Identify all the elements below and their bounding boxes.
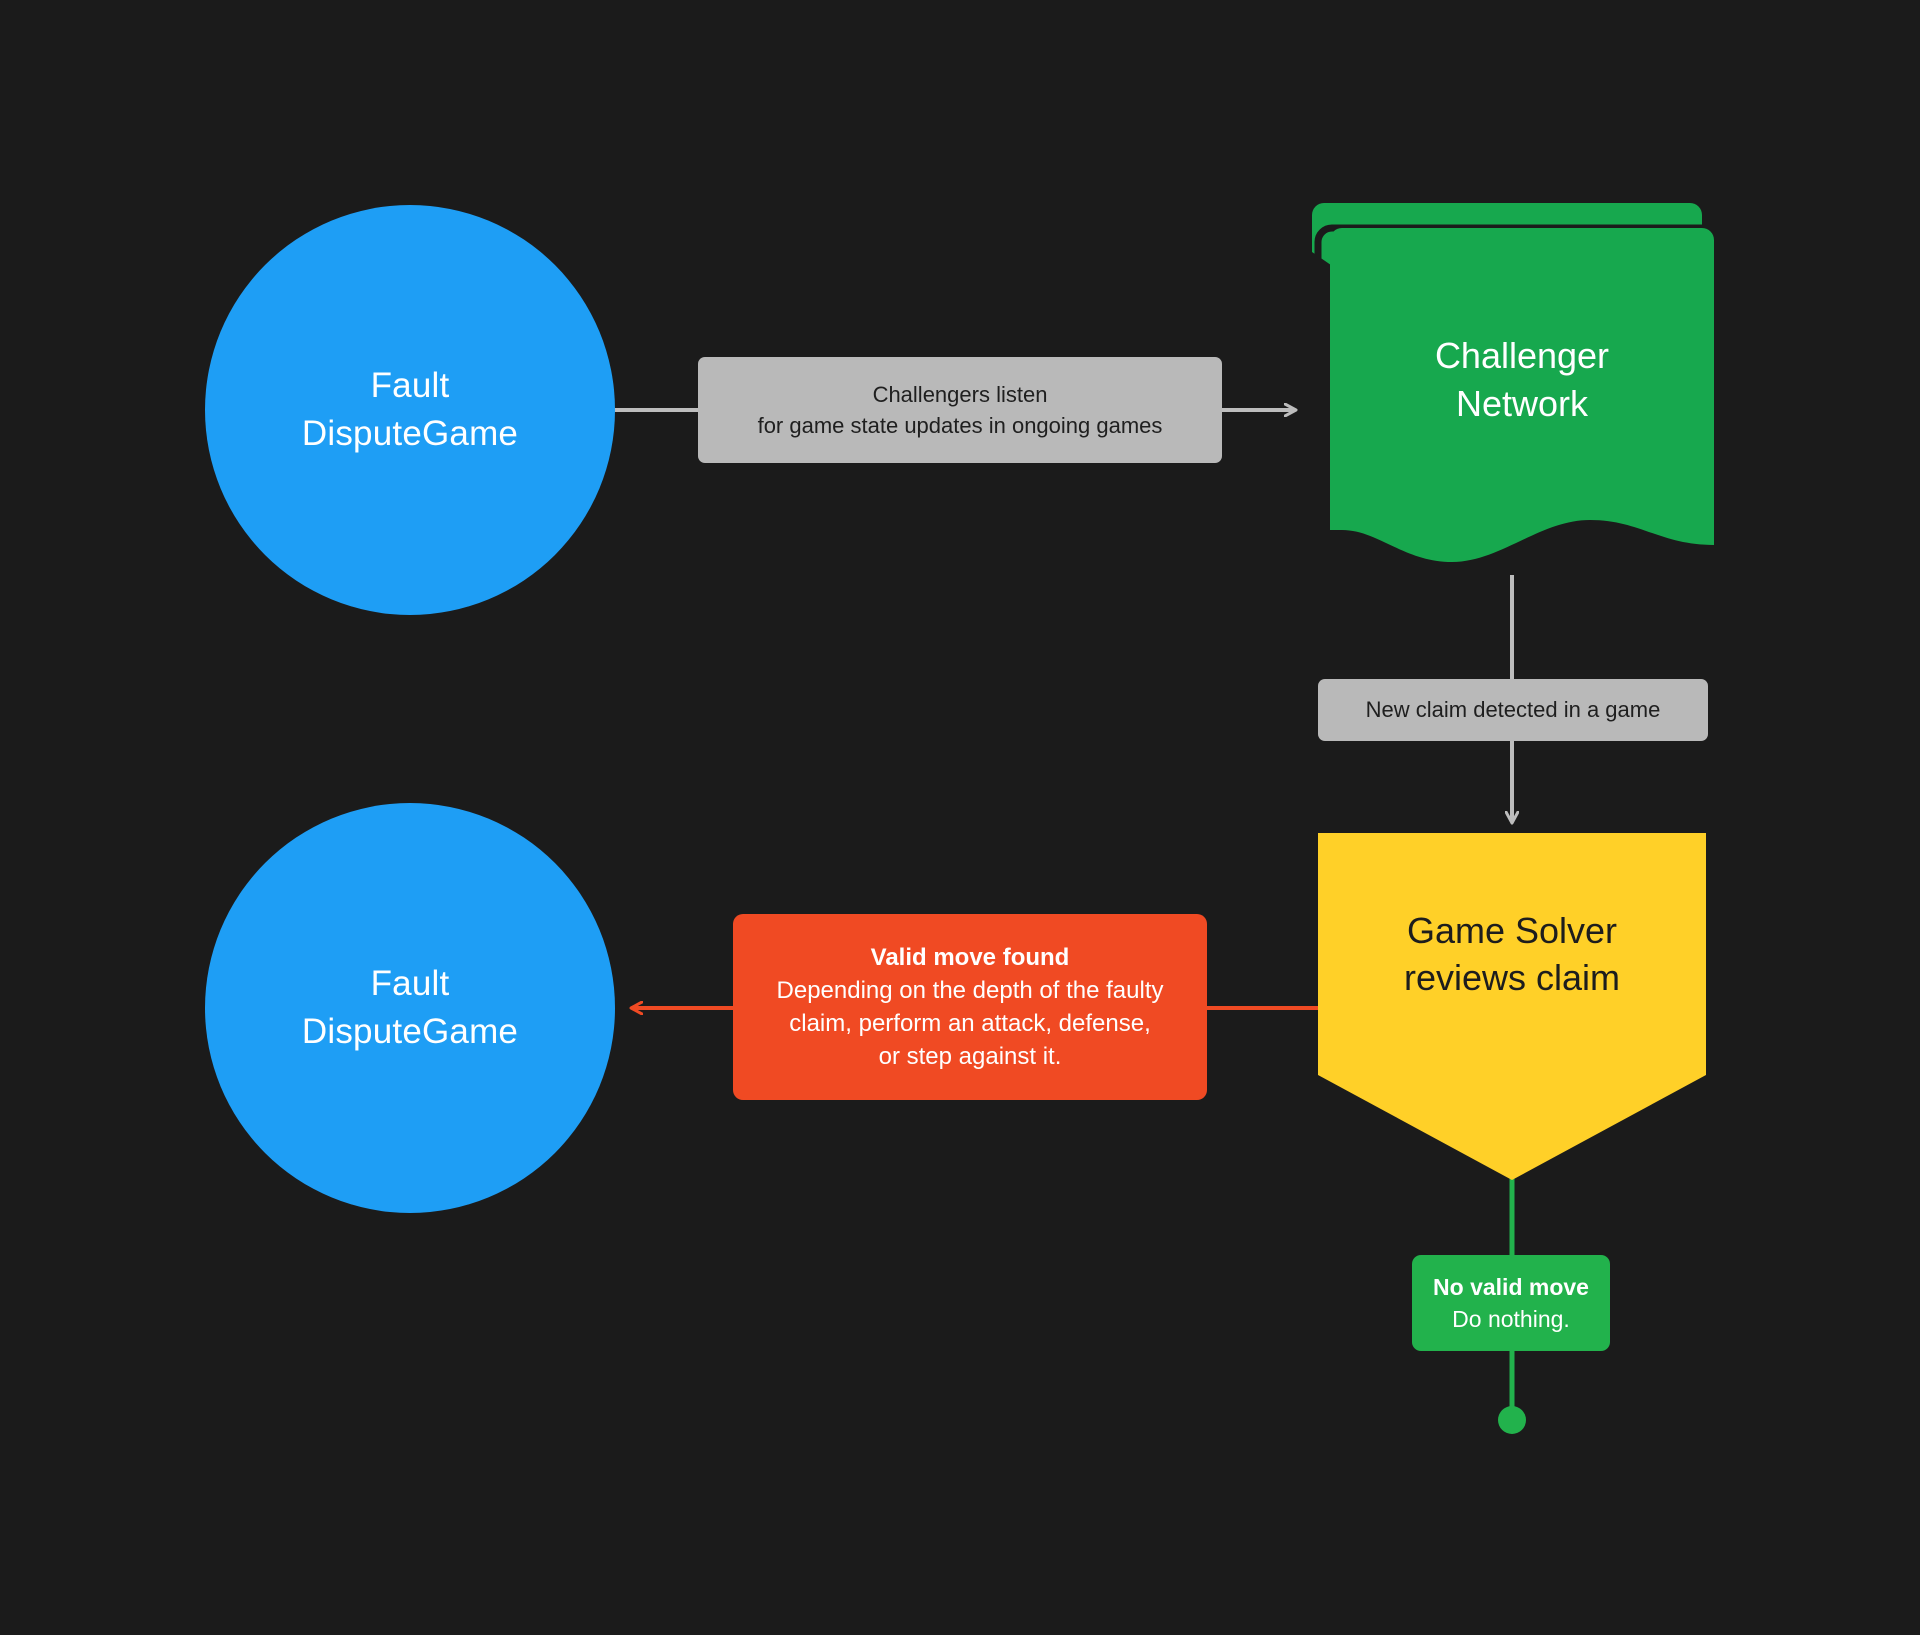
edge-label-heading: No valid move	[1433, 1273, 1589, 1300]
edge-label-line-1: Challengers listen	[872, 381, 1048, 407]
edge-label-line-1: New claim detected in a game	[1365, 697, 1661, 723]
edge-label-challengers-listen[interactable]: Challengers listen for game state update…	[698, 357, 1222, 463]
edge-label-line-1: Do nothing.	[1452, 1306, 1570, 1332]
node-fault-dispute-game-bottom[interactable]	[205, 803, 615, 1213]
edge-label-new-claim-detected[interactable]: New claim detected in a game	[1318, 679, 1708, 741]
edge-label-line-2: for game state updates in ongoing games	[757, 413, 1163, 438]
node-fault-dispute-game-top[interactable]	[205, 205, 615, 615]
node-challenger-network-front-card[interactable]	[1330, 228, 1714, 562]
edge-label-no-valid-move[interactable]: No valid move Do nothing.	[1412, 1255, 1610, 1351]
edge-label-heading: Valid move found	[870, 943, 1070, 971]
edge-label-valid-move-found[interactable]: Valid move found Depending on the depth …	[733, 914, 1207, 1100]
edge-label-line-3: or step against it.	[878, 1043, 1062, 1071]
terminator-dot	[1498, 1406, 1526, 1434]
edge-label-line-2: claim, perform an attack, defense,	[789, 1010, 1151, 1037]
node-game-solver[interactable]	[1318, 833, 1706, 1180]
edge-label-line-1: Depending on the depth of the faulty	[776, 976, 1164, 1004]
card-gap-divider	[1314, 224, 1712, 280]
